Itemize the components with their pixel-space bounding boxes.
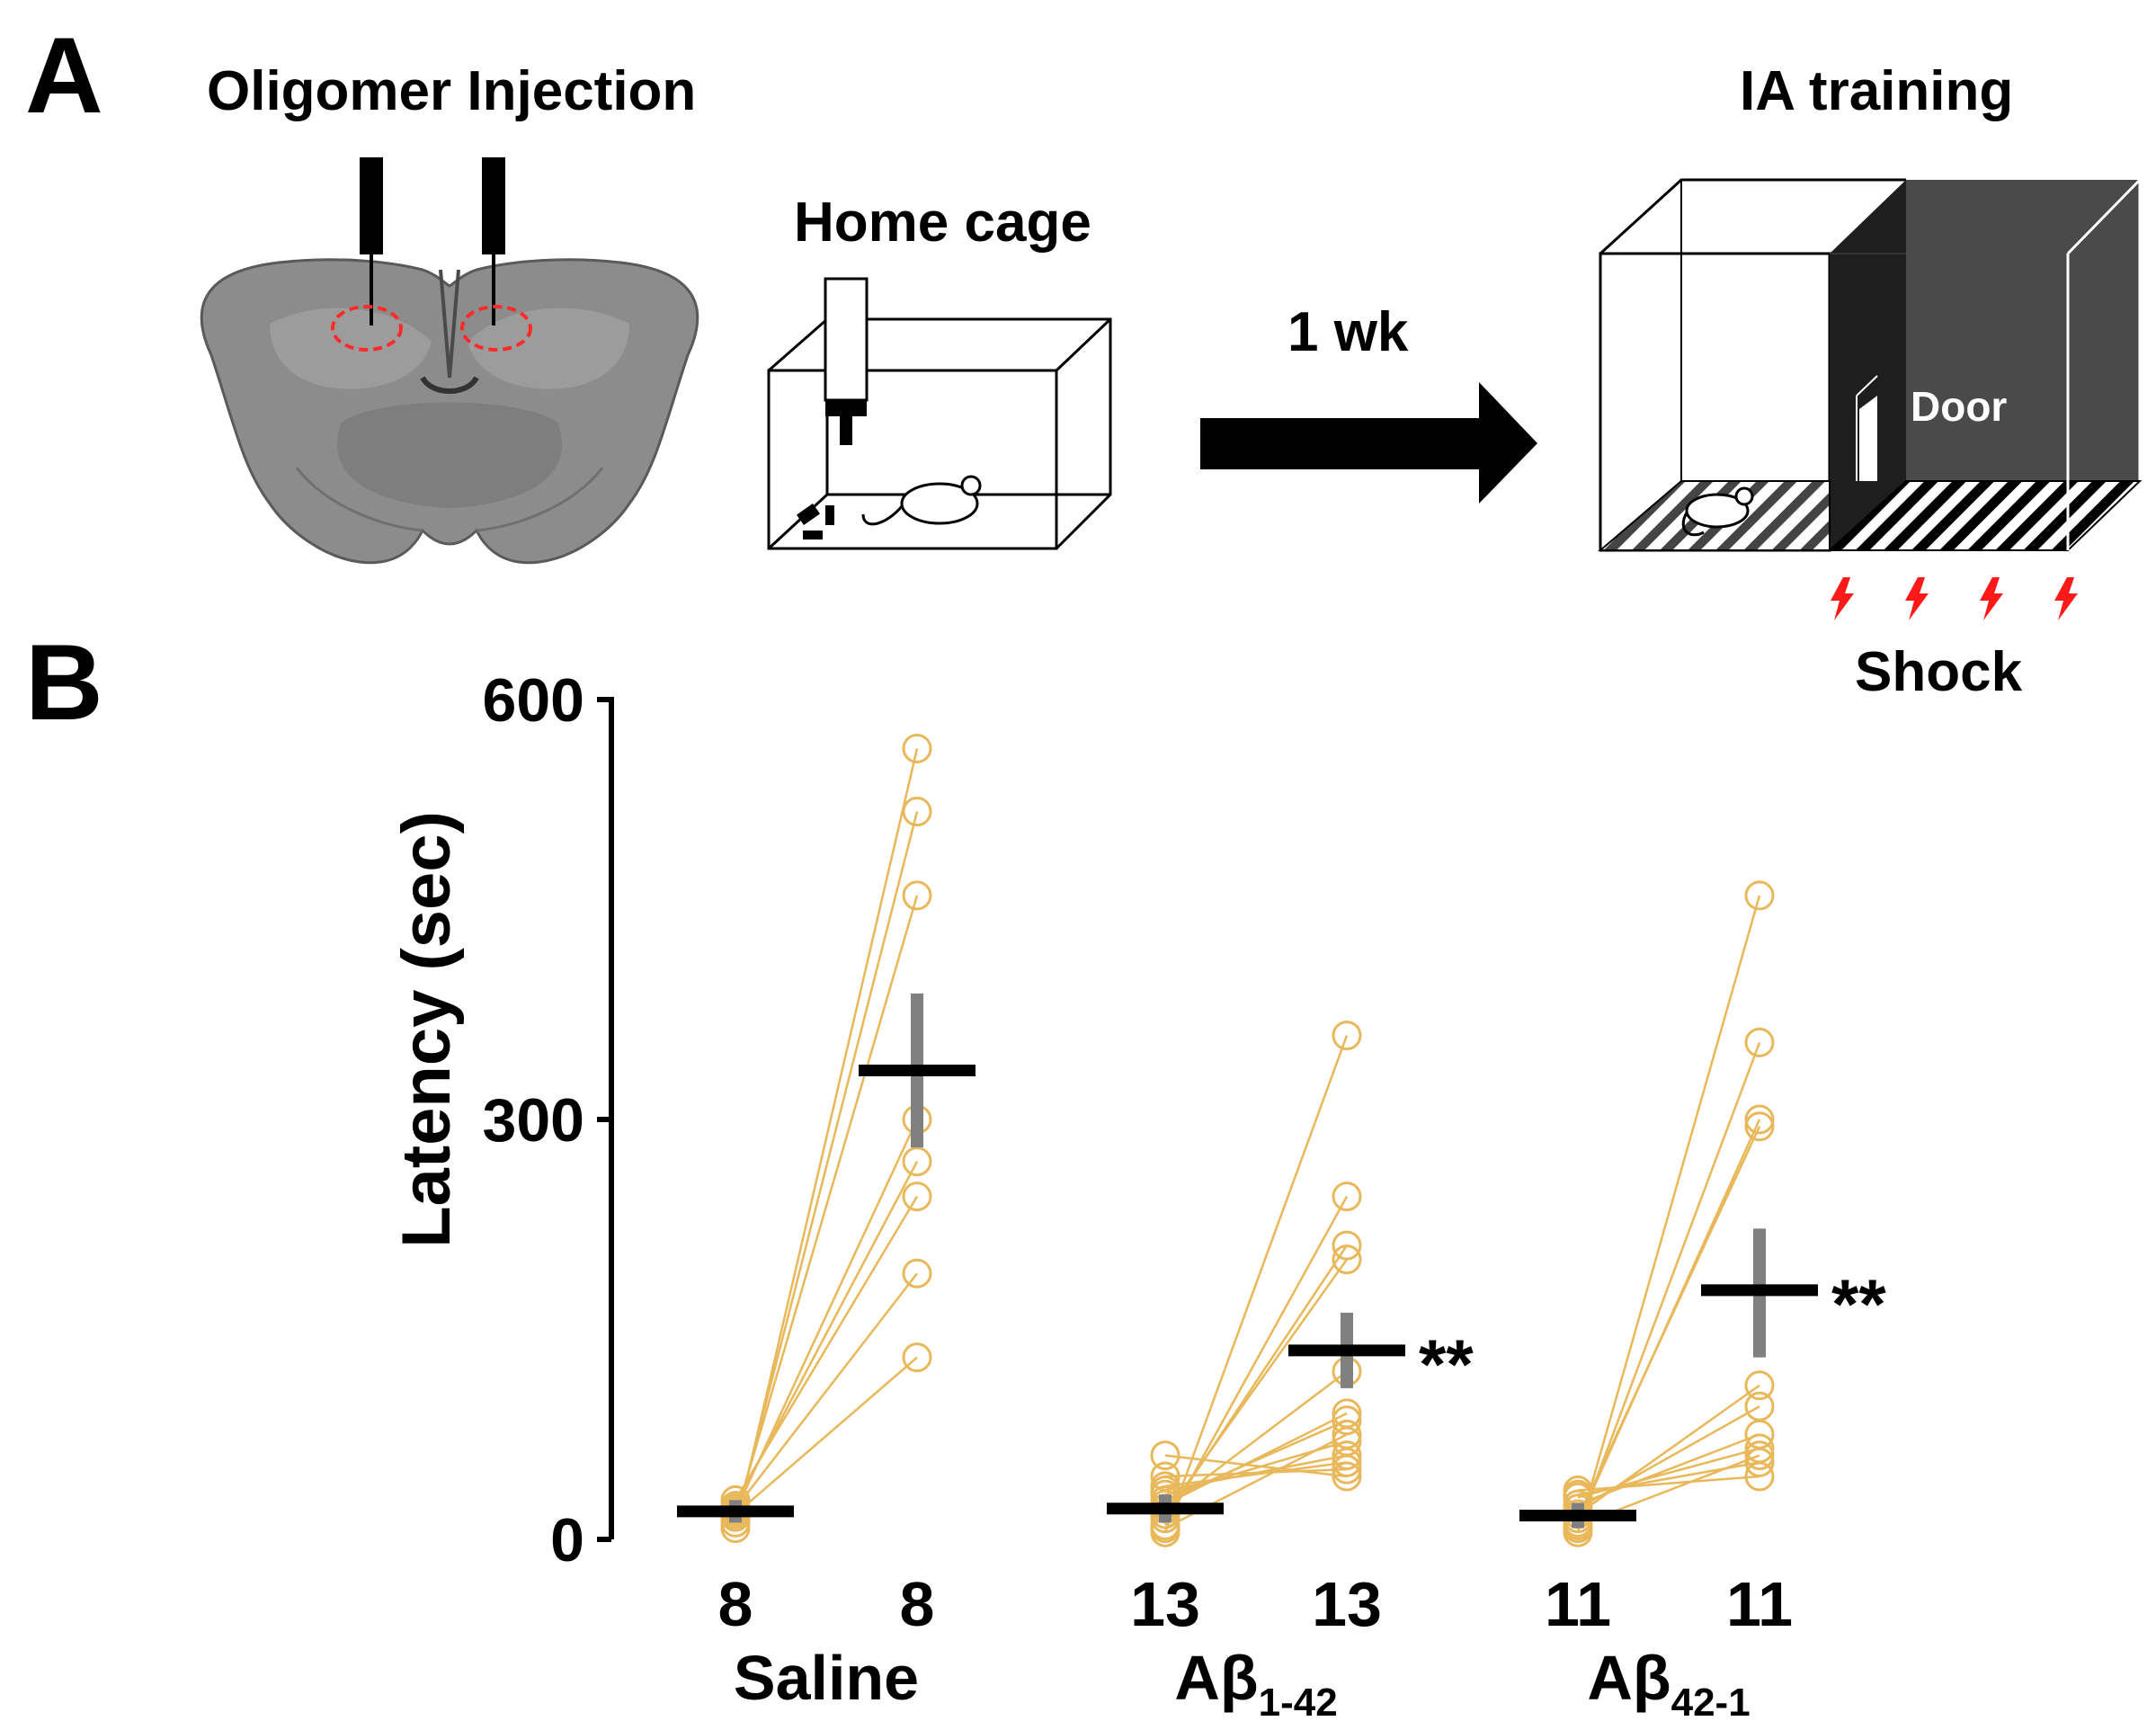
home-cage-box [767, 317, 1112, 550]
data-point-after [1332, 1244, 1362, 1275]
data-point-after [1332, 1230, 1362, 1261]
y-tick-label: 300 [483, 1086, 584, 1155]
data-point-before [1150, 1440, 1180, 1471]
food-pellet-icon [796, 503, 834, 540]
oligomer-injection-title: Oligomer Injection [207, 60, 696, 122]
data-point-after [1744, 880, 1775, 911]
y-ticks: 0 300 600 [483, 666, 611, 1574]
group-label-subscript: 42-1 [1671, 1681, 1751, 1725]
data-point-after [902, 880, 932, 911]
data-point-after [902, 1182, 932, 1212]
mean-sem-markers: ** ** [677, 993, 1886, 1529]
group-label: Aβ1-42 [1174, 1643, 1337, 1725]
paired-line [1576, 895, 1761, 1533]
data-point-after [1332, 1440, 1362, 1471]
n-label: 8 [900, 1569, 935, 1639]
data-point-after [1744, 1104, 1775, 1135]
group-label: Saline [734, 1643, 919, 1713]
data-point-after [1744, 1370, 1775, 1401]
shock-label: Shock [1855, 641, 2023, 703]
y-tick-label: 600 [483, 666, 584, 735]
data-point-after [1744, 1111, 1775, 1142]
data-point-after [1332, 1405, 1362, 1436]
lightning-icon [1980, 577, 2003, 620]
data-point-before [1150, 1461, 1180, 1492]
n-label: 8 [718, 1569, 753, 1639]
data-point-after [902, 1258, 932, 1289]
injection-site-right [460, 305, 532, 352]
significance-marker: ** [1419, 1324, 1474, 1404]
paired-lines [734, 748, 1761, 1533]
lightning-icon [1831, 577, 1854, 620]
y-tick-label: 0 [550, 1506, 584, 1574]
data-point-after [902, 733, 932, 763]
significance-marker: ** [1831, 1264, 1886, 1343]
data-point-after [1332, 1182, 1362, 1212]
data-point-after [1744, 1447, 1775, 1477]
brain-section-image [200, 258, 699, 565]
data-point-after [902, 1342, 932, 1373]
panel-a-letter: A [25, 15, 103, 136]
paired-line [1163, 1035, 1349, 1533]
paired-line [1576, 1126, 1761, 1520]
n-label: 13 [1130, 1569, 1200, 1639]
data-point-after [902, 797, 932, 827]
shock-icons [1831, 577, 2078, 620]
data-point-after [1744, 1027, 1775, 1057]
paired-line [1164, 1454, 1348, 1478]
y-axis-label: Latency (sec) [388, 811, 465, 1248]
panel-b-letter: B [25, 622, 103, 743]
data-point-after [1332, 1461, 1362, 1492]
ia-apparatus [1598, 176, 2143, 554]
injection-needle-left [360, 157, 383, 325]
data-point-after [1744, 1461, 1775, 1492]
paired-line [1164, 1467, 1348, 1478]
paired-line [734, 748, 919, 1529]
data-point-after [1744, 1440, 1775, 1471]
paired-line [735, 1356, 918, 1515]
group-label: Aβ42-1 [1587, 1643, 1750, 1725]
paired-line [734, 811, 919, 1523]
injection-site-left [331, 305, 403, 352]
paired-line [1577, 1475, 1760, 1492]
paired-line [1577, 1433, 1760, 1506]
data-point-after [1332, 1419, 1362, 1449]
door-label: Door [1911, 383, 2007, 430]
n-label: 11 [1545, 1569, 1611, 1639]
data-point-after [902, 1146, 932, 1177]
paired-line [735, 1272, 918, 1510]
data-points [720, 733, 1775, 1547]
interval-label: 1 wk [1287, 301, 1409, 363]
n-label: 11 [1726, 1569, 1793, 1639]
ia-training-title: IA training [1740, 60, 2013, 122]
paired-line [734, 895, 919, 1518]
n-label: 13 [1312, 1569, 1382, 1639]
paired-line [734, 1195, 919, 1502]
data-point-after [1332, 1021, 1362, 1051]
paired-line [1576, 1041, 1761, 1529]
home-cage-label: Home cage [794, 192, 1091, 254]
lightning-icon [1905, 577, 1929, 620]
paired-line [1163, 1258, 1349, 1515]
injection-needle-right [482, 157, 505, 325]
group-label-subscript: 1-42 [1259, 1681, 1338, 1725]
water-bottle-icon [824, 277, 869, 445]
paired-line [1164, 1412, 1348, 1506]
lightning-icon [2054, 577, 2078, 620]
mouse-icon-home [861, 475, 982, 526]
paired-line [1164, 1461, 1348, 1488]
arrow-icon [1200, 382, 1537, 504]
data-point-after [1332, 1454, 1362, 1485]
